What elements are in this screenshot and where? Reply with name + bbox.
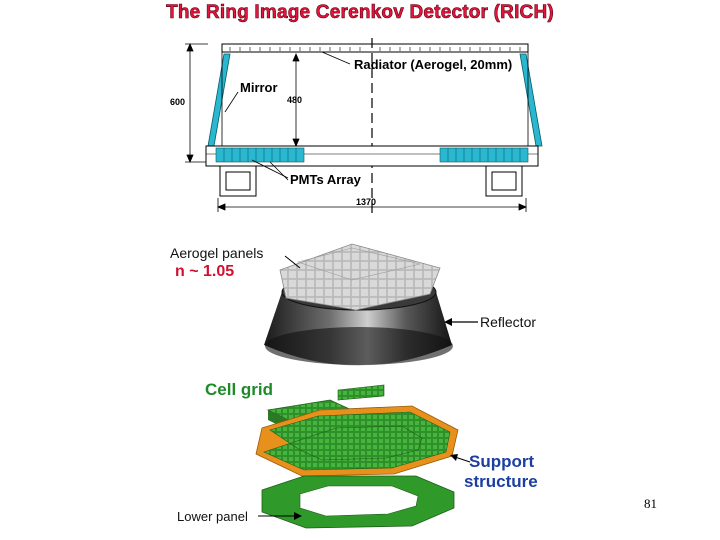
support-box-left: [219, 165, 257, 197]
pmt-array-right: [439, 147, 529, 163]
pmts-array-label: PMTs Array: [290, 172, 361, 187]
pmt-array-left: [215, 147, 305, 163]
dim-600-label: 600: [170, 97, 186, 107]
aerogel-panel-array: [279, 243, 441, 311]
support-structure-label: Support structure: [464, 452, 538, 492]
dim-1370-line: [216, 198, 528, 212]
label-leaders: [224, 51, 351, 181]
support-label-line2: structure: [464, 472, 538, 491]
rich-cross-section-diagram: [185, 38, 543, 215]
support-box-right: [485, 165, 523, 197]
reflector-label: Reflector: [480, 314, 537, 330]
radiator-label: Radiator (Aerogel, 20mm): [354, 57, 513, 72]
dim-600-line: [185, 42, 208, 164]
aerogel-arrow: [284, 255, 301, 269]
lower-panel-ring: [261, 475, 455, 529]
dim-1370-label: 1370: [356, 197, 377, 207]
cell-grid-label: Cell grid: [205, 380, 274, 399]
cell-grid-frame: [263, 411, 451, 471]
support-label-line1: Support: [469, 452, 535, 471]
mirror-label: Mirror: [240, 80, 278, 95]
aerogel-panels-label: Aerogel panels: [170, 245, 264, 261]
radiator-ticks: [229, 47, 521, 51]
dim-480-label: 480: [287, 95, 303, 105]
radiator-plate: [221, 43, 529, 53]
mirror-right: [519, 53, 543, 147]
dim-480-line: [292, 52, 300, 148]
refractive-index-label: n ~ 1.05: [175, 263, 235, 280]
page-number: 81: [644, 496, 657, 511]
lower-panel-label: Lower panel: [177, 509, 248, 524]
slide-title: The Ring Image Cerenkov Detector (RICH): [166, 2, 554, 24]
